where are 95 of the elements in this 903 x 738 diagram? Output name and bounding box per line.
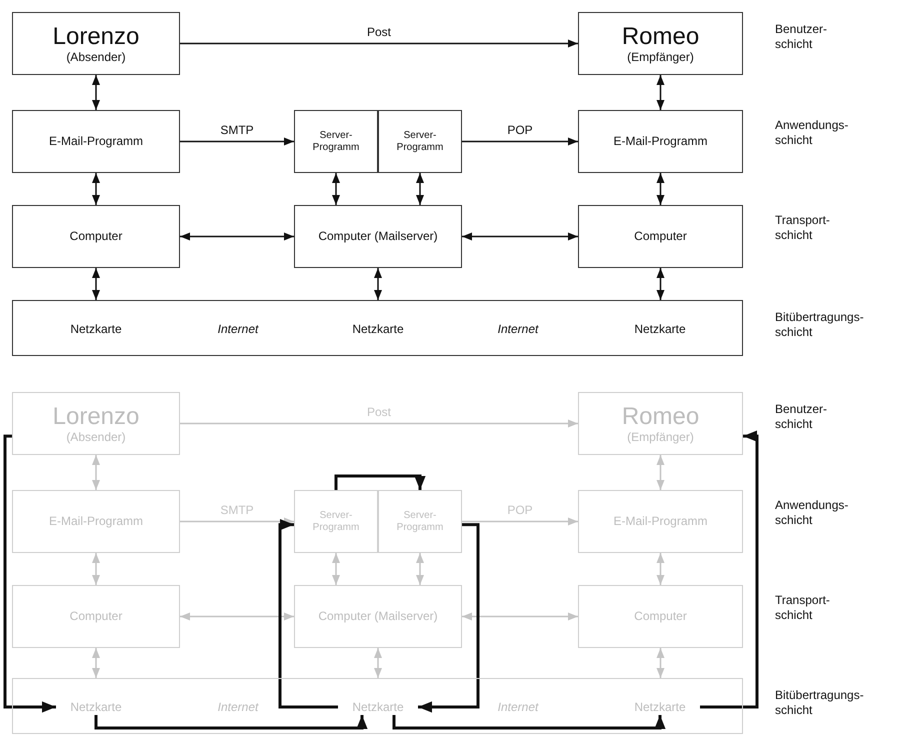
process-box: [578, 12, 743, 75]
process-box: [578, 110, 743, 173]
process-box: [378, 490, 462, 553]
box-title: Server-Programm: [312, 510, 360, 534]
network-label: Internet: [498, 321, 538, 337]
arrow: [92, 553, 100, 585]
node-label: Netzkarte: [338, 321, 418, 337]
box-title: Server-Programm: [396, 130, 444, 154]
arrow: [332, 173, 340, 205]
box-subtitle: (Empfänger): [627, 430, 694, 444]
process-box: [12, 110, 180, 173]
node-label: Netzkarte: [620, 321, 700, 337]
arrow: [92, 268, 100, 300]
layer-label: Anwendungs-schicht: [775, 498, 850, 528]
arrow: [656, 455, 664, 490]
arrow: [374, 648, 382, 678]
network-label: Internet: [498, 699, 538, 715]
arrow: [180, 518, 294, 526]
node-label: Netzkarte: [338, 699, 418, 715]
box-subtitle: (Empfänger): [627, 50, 694, 64]
box-title: E-Mail-Programm: [48, 514, 143, 529]
process-box: [578, 490, 743, 553]
arrow: [278, 519, 338, 708]
network-label: Internet: [218, 699, 258, 715]
box-title: E-Mail-Programm: [613, 514, 708, 529]
layer-label: Bitübertragungs-schicht: [775, 310, 865, 340]
arrow: [94, 715, 368, 730]
arrow: [332, 553, 340, 585]
arrow: [4, 434, 56, 713]
box-title: E-Mail-Programm: [48, 134, 143, 149]
process-box: [294, 205, 462, 268]
arrow: [416, 173, 424, 205]
box-title: Lorenzo: [52, 402, 140, 430]
node-label: Netzkarte: [56, 699, 136, 715]
box-title: Computer (Mailserver): [318, 229, 438, 244]
box-subtitle: (Absender): [66, 50, 126, 64]
arrow: [656, 553, 664, 585]
arrow: [656, 648, 664, 678]
process-box: [12, 490, 180, 553]
arrow: [180, 232, 294, 240]
box-title: Computer: [634, 609, 687, 624]
arrow: [180, 420, 578, 428]
box-title: Server-Programm: [396, 510, 444, 534]
arrow: [374, 268, 382, 300]
layer-band: [12, 300, 743, 356]
box-title: E-Mail-Programm: [613, 134, 708, 149]
process-box: [294, 585, 462, 648]
process-box: [12, 205, 180, 268]
arrow: [700, 430, 758, 708]
node-label: Netzkarte: [56, 321, 136, 337]
process-box: [294, 110, 378, 173]
arrow: [462, 518, 578, 526]
layer-label: Anwendungs-schicht: [775, 118, 850, 148]
arrow: [92, 173, 100, 205]
box-title: Computer: [70, 609, 122, 624]
process-box: [12, 585, 180, 648]
process-box: [578, 205, 743, 268]
arrow: [656, 173, 664, 205]
layer-band: [12, 678, 743, 734]
arrow: [180, 138, 294, 146]
layer-label: Benutzer-schicht: [775, 402, 828, 432]
layer-label: Benutzer-schicht: [775, 22, 828, 52]
arrow: [416, 553, 424, 585]
process-box: [578, 392, 743, 455]
layer-label: Transport-schicht: [775, 213, 831, 243]
layer-label: Transport-schicht: [775, 593, 831, 623]
arrow: [656, 268, 664, 300]
box-title: Computer (Mailserver): [318, 609, 438, 624]
box-title: Server-Programm: [312, 130, 360, 154]
arrow: [180, 40, 578, 48]
arrow: [92, 455, 100, 490]
arrow: [392, 715, 666, 730]
process-box: [578, 585, 743, 648]
layer-label: Bitübertragungs-schicht: [775, 688, 865, 718]
process-box: [378, 110, 462, 173]
box-title: Lorenzo: [52, 22, 140, 50]
node-label: Netzkarte: [620, 699, 700, 715]
process-box: [12, 392, 180, 455]
arrow: [656, 75, 664, 110]
box-title: Computer: [70, 229, 122, 244]
process-box: [12, 12, 180, 75]
box-title: Computer: [634, 229, 687, 244]
arrow: [462, 612, 578, 620]
arrow: [418, 523, 480, 713]
process-box: [294, 490, 378, 553]
arrow: [92, 75, 100, 110]
arrow: [92, 648, 100, 678]
arrow: [180, 612, 294, 620]
box-title: Romeo: [622, 22, 700, 50]
box-subtitle: (Absender): [66, 430, 126, 444]
box-title: Romeo: [622, 402, 700, 430]
arrow: [334, 474, 426, 490]
network-label: Internet: [218, 321, 258, 337]
arrow: [462, 232, 578, 240]
arrow: [462, 138, 578, 146]
